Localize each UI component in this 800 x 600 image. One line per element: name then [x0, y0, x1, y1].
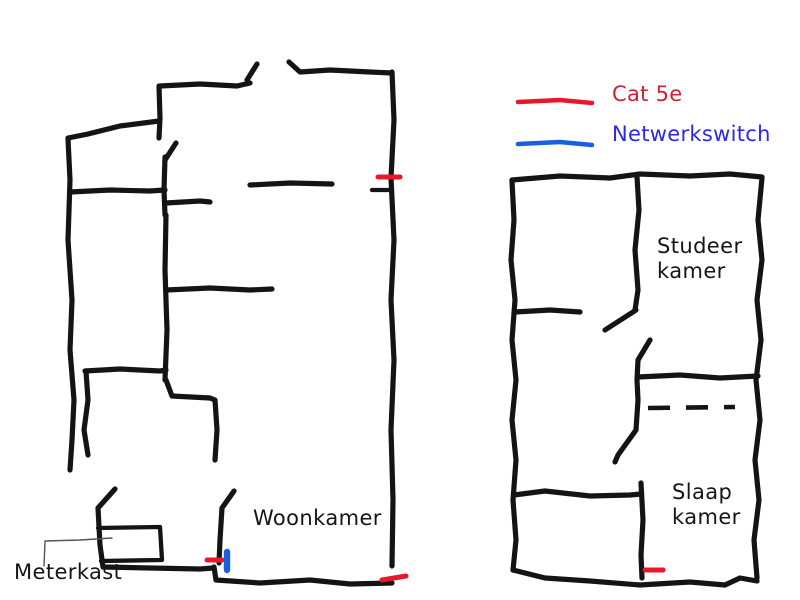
left-west-outer-wall	[65, 136, 77, 473]
woonkamer-west-stub	[216, 488, 237, 566]
room-label-meterkast: Meterkast	[14, 560, 123, 584]
left-upper-inner-vertical	[156, 83, 163, 141]
meterkast-outer-wall	[95, 486, 216, 572]
left-floorplan-group	[43, 59, 409, 587]
right-dashed-divider	[647, 404, 736, 411]
left-top-door-stub	[244, 61, 260, 83]
right-mid-horizontal-wall	[635, 372, 761, 381]
left-step-wall	[163, 377, 220, 463]
left-inner-door-stub-upper	[162, 140, 179, 163]
legend-swatches-group	[515, 97, 595, 148]
left-mid-horizontal-wall	[67, 187, 168, 195]
meterkast-box	[95, 524, 165, 564]
right-west-outer-wall	[508, 178, 519, 573]
left-mid-horizontal-wall-2	[163, 285, 275, 293]
legend-swatch-netwerkswitch	[515, 139, 595, 148]
legend-label-cat5e: Cat 5e	[612, 82, 683, 106]
left-east-outer-wall	[388, 69, 397, 569]
right-lower-horizontal-wall	[511, 488, 644, 499]
right-mid-partition-upper	[612, 337, 653, 465]
legend-swatch-cat5e	[515, 97, 595, 106]
left-top-wall-left	[157, 80, 253, 89]
meterkast-leader-line	[43, 537, 113, 567]
left-bottom-wall	[211, 564, 395, 587]
left-lower-west-vertical	[81, 368, 91, 458]
legend-label-netwerkswitch: Netwerkswitch	[612, 122, 771, 146]
room-label-woonkamer: Woonkamer	[253, 506, 382, 530]
right-bottom-wall	[510, 567, 760, 588]
right-top-wall	[509, 171, 765, 183]
left-stub-wall-mid	[163, 198, 213, 206]
room-label-studeerkamer: Studeer kamer	[657, 234, 743, 283]
right-west-stub-wall	[512, 307, 583, 315]
right-floorplan-group	[508, 171, 765, 588]
left-lower-horizontal-wall	[82, 366, 169, 374]
right-east-outer-wall	[751, 175, 765, 581]
left-inner-vertical-upper	[161, 154, 168, 218]
left-top-wall-right	[286, 59, 395, 76]
room-label-slaapkamer: Slaap kamer	[672, 480, 741, 529]
slaapkamer-west-partition	[638, 480, 646, 581]
left-floating-wall-upper	[247, 180, 335, 188]
studeerkamer-door-stub	[602, 307, 639, 333]
cat5e-marker-southeast	[379, 573, 409, 583]
left-upper-slant-wall	[65, 118, 162, 141]
studeerkamer-west-partition	[632, 174, 642, 313]
left-inner-vertical-mid	[162, 212, 170, 383]
